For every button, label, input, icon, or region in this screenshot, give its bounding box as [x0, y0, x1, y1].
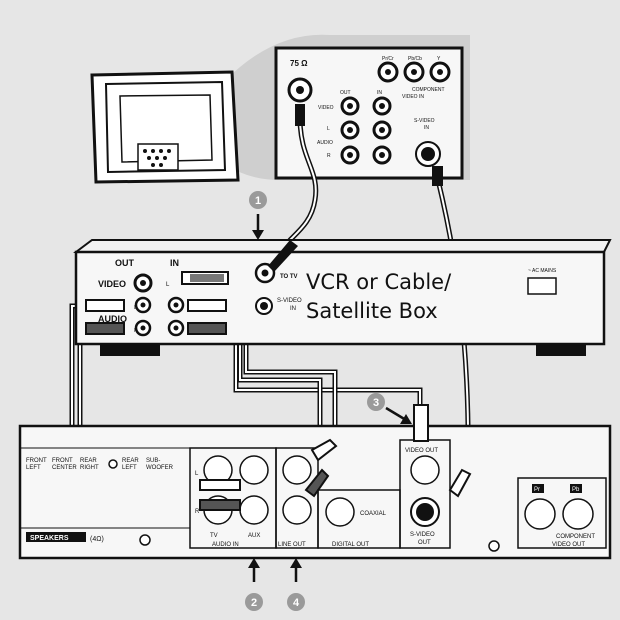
tv-component-jacks	[377, 61, 451, 83]
step-1: 1	[249, 191, 267, 240]
svg-text:1: 1	[255, 195, 261, 207]
svideo-out-label-2: OUT	[418, 540, 431, 546]
box-in-l-label: L	[166, 282, 170, 288]
box-ac-mains-socket	[527, 277, 557, 295]
box-in-label: IN	[170, 258, 179, 268]
tv-audio-label: AUDIO	[317, 140, 333, 146]
svg-text:3: 3	[373, 397, 379, 409]
box-out-label: OUT	[115, 258, 135, 268]
audio-in-l-label: L	[195, 471, 199, 477]
speakers-badge	[26, 532, 86, 542]
tv-y-label: Y	[437, 56, 441, 62]
component-out-label-2: VIDEO OUT	[552, 542, 585, 548]
box-audio-jacks	[134, 296, 185, 337]
tv-pr-label: Pr/Cr	[382, 56, 394, 62]
audio-in-label: AUDIO IN	[212, 542, 239, 548]
box-title-line2: Satellite Box	[306, 299, 438, 323]
digital-out-label: DIGITAL OUT	[332, 542, 369, 548]
coaxial-label: COAXIAL	[360, 511, 387, 517]
tv-back-panel: 75 Ω Pr/Cr Pb/Cb Y COMPONENT VIDEO IN OU…	[274, 46, 464, 180]
component-out-label-1: COMPONENT	[556, 534, 595, 540]
box-svideo-label-2: IN	[290, 306, 296, 312]
speaker-front-center-1: FRONT	[52, 458, 73, 464]
tv-svideo-label-1: S-VIDEO	[414, 118, 435, 124]
speaker-front-left-1: FRONT	[26, 458, 47, 464]
box-audio-r-label: R	[134, 328, 138, 334]
tv-l-label: L	[327, 126, 330, 132]
box-svideo-label-1: S-VIDEO	[277, 298, 302, 304]
svg-text:2: 2	[251, 597, 257, 609]
speaker-rear-left-1: REAR	[122, 458, 139, 464]
step-2: 2	[245, 558, 263, 611]
box-audio-l-label: L	[134, 305, 137, 311]
video-out-label: VIDEO OUT	[405, 448, 438, 454]
speaker-subwoofer-1: SUB-	[146, 458, 160, 464]
speaker-rear-left-2: LEFT	[122, 465, 137, 471]
vcr-box: OUT IN VIDEO L AUDIO L R TO TV S-VIDEO	[73, 239, 612, 356]
tv-av-jacks	[340, 96, 392, 165]
tv-illustration	[90, 70, 240, 184]
box-title-line1: VCR or Cable/	[306, 270, 452, 294]
speaker-front-left-2: LEFT	[26, 465, 41, 471]
tv-in-label: IN	[377, 90, 382, 96]
tv-ohm-label: 75 Ω	[290, 59, 308, 68]
box-ac-mains-label: ~ AC MAINS	[528, 268, 557, 274]
step-3: 3	[367, 393, 412, 424]
tv-plugs	[295, 104, 443, 186]
video-out-plug	[413, 404, 429, 442]
speaker-rear-right-2: RIGHT	[80, 465, 99, 471]
svg-text:4: 4	[293, 597, 300, 609]
box-audio-label: AUDIO	[98, 314, 127, 324]
audio-in-r-label: R	[195, 509, 200, 515]
svideo-out-label-1: S-VIDEO	[410, 532, 435, 538]
tv-video-label: VIDEO	[318, 105, 334, 111]
box-to-tv-label: TO TV	[280, 274, 298, 280]
tv-pb-label: Pb/Cb	[408, 56, 422, 62]
tv-svideo-label-2: IN	[424, 125, 429, 131]
speaker-front-center-2: CENTER	[52, 465, 77, 471]
receiver-panel: FRONT LEFT FRONT CENTER REAR RIGHT REAR …	[18, 404, 612, 560]
line-out-label: LINE OUT	[278, 542, 306, 548]
speaker-subwoofer-2: WOOFER	[146, 465, 174, 471]
tv-component-label-2: VIDEO IN	[402, 94, 424, 100]
tv-out-label: OUT	[340, 90, 351, 96]
box-rca-plugs	[85, 299, 227, 335]
audio-in-aux-label: AUX	[248, 533, 260, 539]
speakers-ohm: (4Ω)	[90, 536, 104, 543]
speaker-rear-right-1: REAR	[80, 458, 97, 464]
component-pr-label: Pr	[534, 487, 540, 493]
speakers-label: SPEAKERS	[30, 535, 69, 542]
audio-in-tv-label: TV	[210, 533, 218, 539]
tv-r-label: R	[327, 153, 331, 159]
step-4: 4	[287, 558, 305, 611]
component-pb-label: Pb	[572, 487, 580, 493]
box-video-label: VIDEO	[98, 279, 126, 289]
tv-component-label-1: COMPONENT	[412, 87, 445, 93]
